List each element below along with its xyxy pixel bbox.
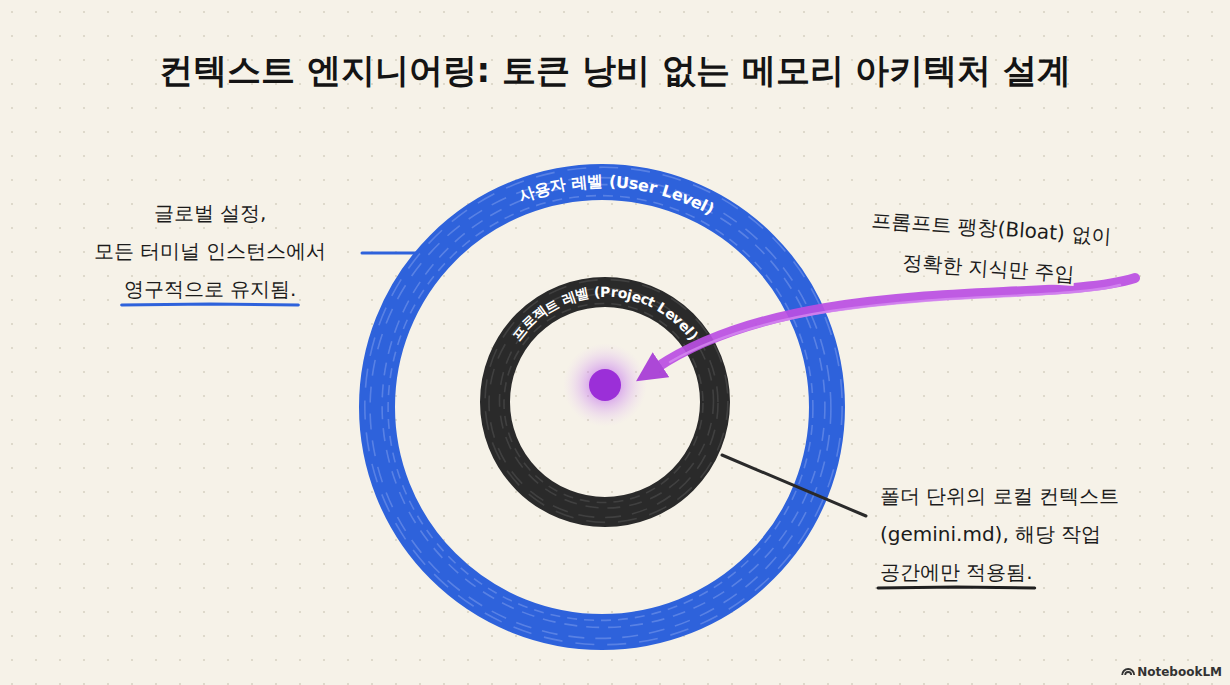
watermark: NotebookLM [1137,665,1222,679]
ring-texture [382,185,825,628]
underline [122,304,299,305]
ring-texture [388,196,813,621]
callout-note: 글로벌 설정, 모든 터미널 인스턴스에서 영구적으로 유지됨. [60,194,360,308]
ring-texture [489,289,718,518]
ring-texture [370,178,831,639]
core-dot [589,369,621,401]
watermark-icon [1122,669,1134,675]
injection-arrow [656,278,1135,368]
underline [878,587,1035,588]
arrow-texture [670,285,1120,362]
diagram-title: 컨텍스트 엔지니어링: 토큰 낭비 없는 메모리 아키텍처 설계 [0,48,1230,94]
callout-note: 폴더 단위의 로컬 컨텍스트 (gemini.md), 해당 작업 공간에만 적… [880,477,1210,591]
leader-line [722,455,866,516]
ring-band [495,292,715,512]
ring-texture [500,294,714,508]
ring-texture [504,304,703,503]
ring-band [377,182,827,632]
ring-texture [485,280,728,523]
ring-texture [365,167,842,644]
core-glow [563,343,647,427]
leader-line [362,252,416,255]
